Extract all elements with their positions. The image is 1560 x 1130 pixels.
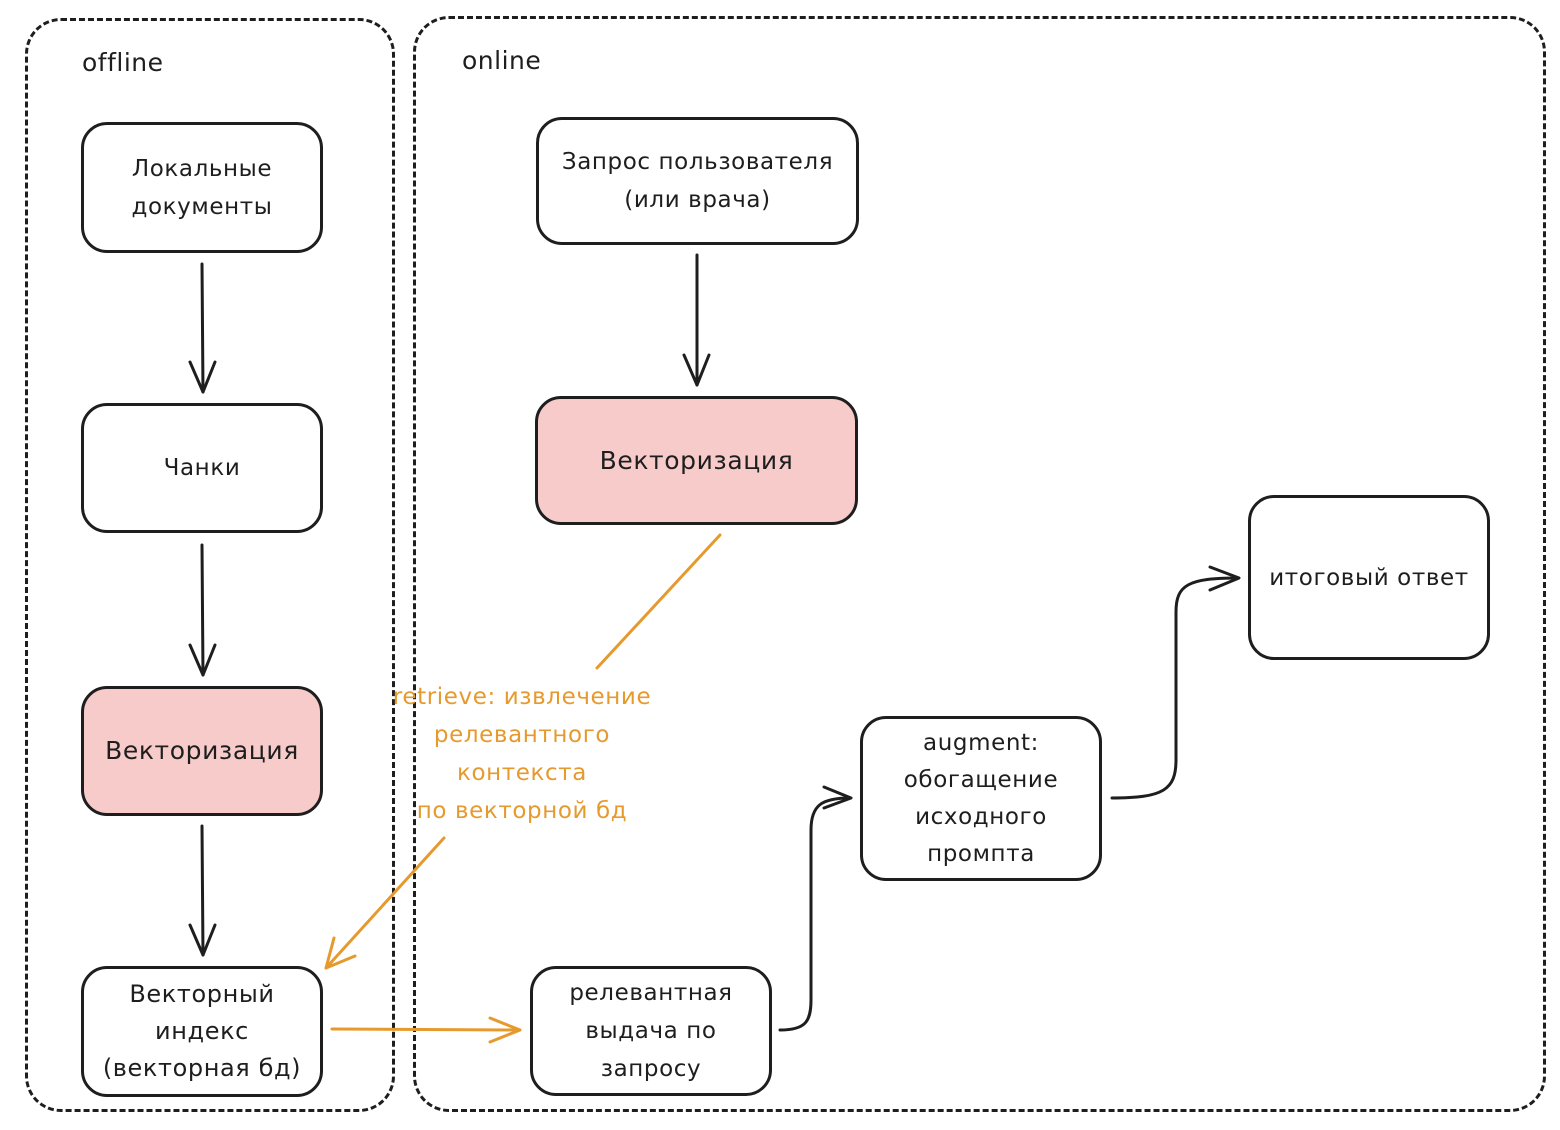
- edge-local-docs-to-chunks: [188, 262, 217, 394]
- node-vectorization-online: Векторизация: [535, 396, 858, 525]
- edge-query-to-vectorize: [682, 253, 711, 387]
- edge-retrieve: [324, 533, 722, 970]
- node-vector-index: Векторный индекс (векторная бд): [81, 966, 323, 1097]
- node-final-answer: итоговый ответ: [1248, 495, 1490, 660]
- online-group-label: online: [462, 46, 542, 75]
- edge-chunks-to-vectorize: [188, 543, 217, 677]
- offline-group-label: offline: [82, 48, 164, 77]
- node-local-documents: Локальные документы: [81, 122, 323, 253]
- node-vectorization-offline: Векторизация: [81, 686, 323, 816]
- node-chunks: Чанки: [81, 403, 323, 533]
- edge-vectorize-to-index: [188, 824, 217, 957]
- node-relevant-output: релевантная выдача по запросу: [530, 966, 772, 1096]
- edge-augment-to-final-answer: [1110, 565, 1241, 800]
- edge-index-to-relevant-output: [330, 1016, 522, 1044]
- online-group-frame: [413, 16, 1546, 1112]
- node-user-query: Запрос пользователя (или врача): [536, 117, 859, 245]
- offline-group-frame: [25, 18, 395, 1112]
- retrieve-edge-label: retrieve: извлечение релевантного контек…: [392, 684, 652, 824]
- edge-relevant-output-to-augment: [778, 785, 853, 1032]
- node-augment: augment: обогащение исходного промпта: [860, 716, 1102, 881]
